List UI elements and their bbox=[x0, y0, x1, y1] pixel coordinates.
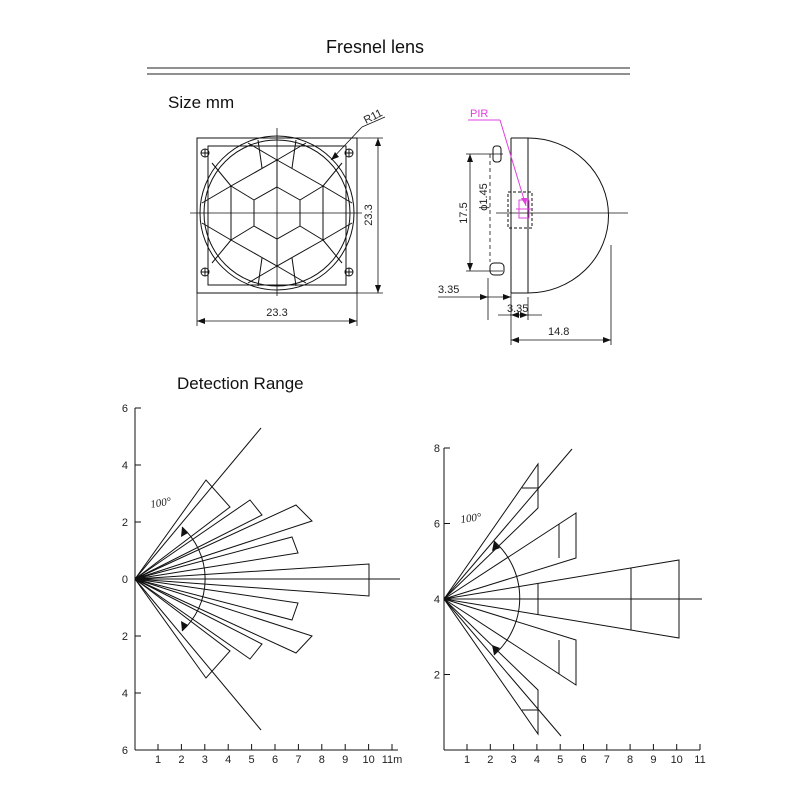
h-y-tick-label: 6 bbox=[122, 745, 128, 757]
v-x-tick-label: 3 bbox=[511, 754, 517, 766]
h-y-tick-label: 4 bbox=[122, 688, 128, 700]
pin-diameter-label: ϕ1.45 bbox=[478, 183, 490, 211]
v-x-tick-label: 1 bbox=[464, 754, 470, 766]
detection-range-heading: Detection Range bbox=[177, 374, 304, 393]
v-detection-zones bbox=[443, 462, 680, 736]
h-y-tick-label: 2 bbox=[122, 631, 128, 643]
v-x-tick-label: 2 bbox=[487, 754, 493, 766]
h-x-tick-label: 7 bbox=[295, 754, 301, 766]
h-x-tick-label: 6 bbox=[272, 754, 278, 766]
size-heading: Size mm bbox=[168, 93, 235, 112]
pin-span-label: 17.5 bbox=[458, 202, 470, 223]
h-x-tick-label: 8 bbox=[319, 754, 325, 766]
v-x-tick-label: 4 bbox=[534, 754, 540, 766]
v-upper-boundary bbox=[443, 448, 573, 600]
v-x-tick-label: 9 bbox=[650, 754, 656, 766]
flange-width-label: 3.35 bbox=[507, 303, 528, 315]
v-x-tick-label: 6 bbox=[580, 754, 586, 766]
v-x-tick-label: 5 bbox=[557, 754, 563, 766]
v-y-tick-label: 6 bbox=[434, 519, 440, 531]
v-x-tick-label: 8 bbox=[627, 754, 633, 766]
v-lower-boundary bbox=[443, 598, 562, 737]
lens-dome bbox=[527, 137, 610, 294]
h-x-tick-label: 11m bbox=[382, 754, 403, 766]
h-y-tick-label: 2 bbox=[122, 517, 128, 529]
depth-label: 14.8 bbox=[548, 326, 569, 338]
v-angle-label: 100° bbox=[460, 511, 483, 526]
h-y-tick-label: 4 bbox=[122, 460, 128, 472]
h-lower-boundary bbox=[134, 578, 262, 731]
front-height-label: 23.3 bbox=[363, 204, 375, 225]
h-angle-label: 100° bbox=[149, 495, 172, 511]
h-x-tick-label: 5 bbox=[249, 754, 255, 766]
flange-offset-label: 3.35 bbox=[438, 284, 459, 296]
front-width-label: 23.3 bbox=[266, 307, 287, 319]
v-x-tick-label: 10 bbox=[671, 754, 683, 766]
v-y-tick-label: 8 bbox=[434, 443, 440, 455]
h-x-tick-label: 9 bbox=[342, 754, 348, 766]
v-x-tick-label: 11 bbox=[694, 754, 705, 766]
h-y-tick-label: 6 bbox=[122, 403, 128, 415]
h-x-tick-label: 2 bbox=[178, 754, 184, 766]
h-x-tick-label: 3 bbox=[202, 754, 208, 766]
h-y-tick-label: 0 bbox=[122, 574, 128, 586]
h-x-tick-label: 4 bbox=[225, 754, 231, 766]
v-y-tick-label: 4 bbox=[434, 594, 440, 606]
h-x-tick-label: 1 bbox=[155, 754, 161, 766]
h-upper-boundary bbox=[134, 427, 262, 580]
h-x-tick-label: 10 bbox=[362, 754, 374, 766]
v-angle-arc bbox=[493, 540, 521, 656]
pir-label: PIR bbox=[470, 108, 488, 120]
v-y-tick-label: 2 bbox=[434, 670, 440, 682]
page-title: Fresnel lens bbox=[325, 37, 425, 57]
v-x-tick-label: 7 bbox=[604, 754, 610, 766]
h-angle-arc bbox=[181, 526, 206, 632]
